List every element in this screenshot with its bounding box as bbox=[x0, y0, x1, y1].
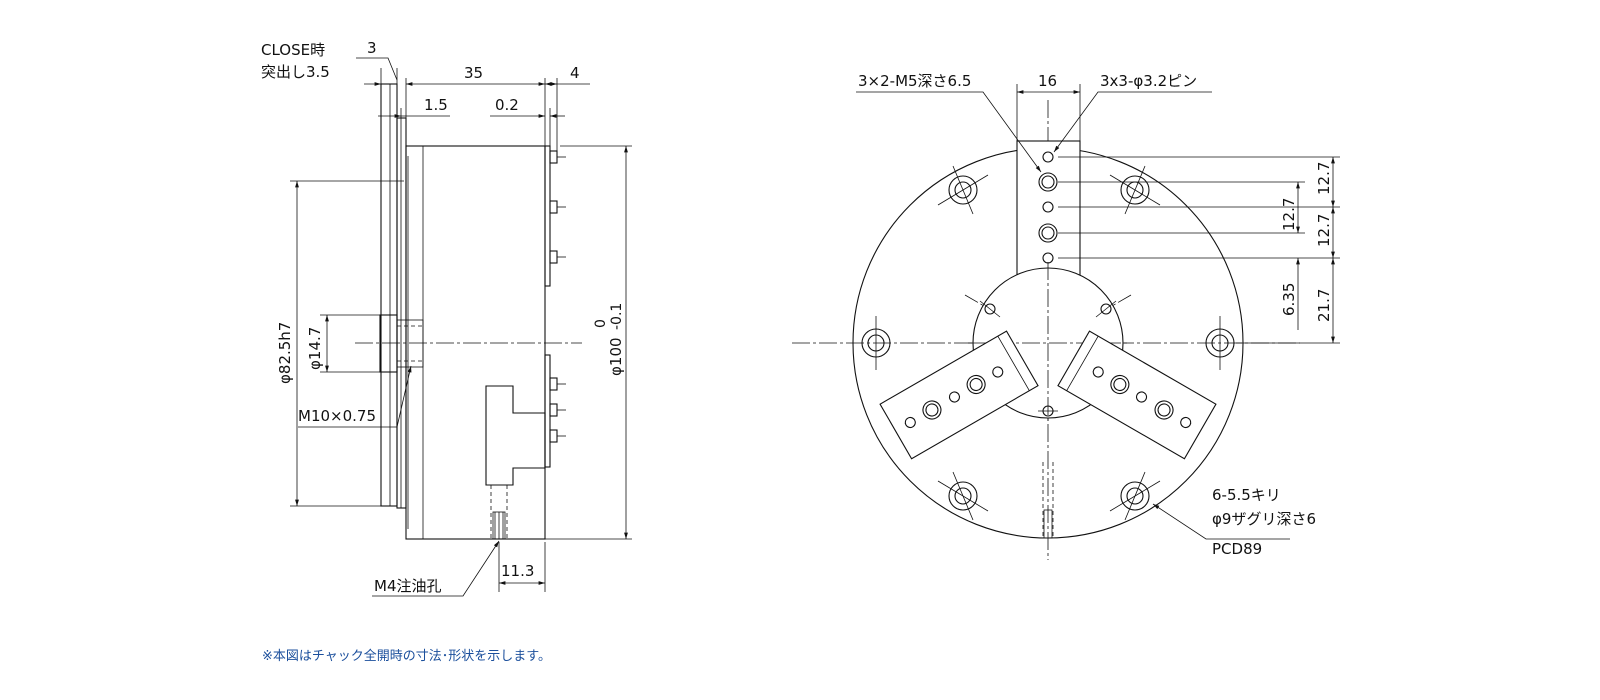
bolt-note-line2: φ9ザグリ深さ6 bbox=[1212, 510, 1316, 528]
bolt-note-line1: 6-5.5キリ bbox=[1212, 486, 1281, 504]
jaw-right bbox=[1057, 330, 1217, 460]
dim-12-7-c: 12.7 bbox=[1315, 214, 1333, 247]
close-note-line2: 突出し3.5 bbox=[261, 63, 330, 81]
front-oil-hole bbox=[1042, 462, 1054, 539]
jaw-top bbox=[1016, 140, 1081, 288]
bolt-hole-6 bbox=[1109, 471, 1161, 521]
dim-1-5: 1.5 bbox=[424, 96, 448, 114]
jaw-bracket bbox=[485, 385, 546, 486]
dim-phi82: φ82.5h7 bbox=[276, 322, 294, 384]
bolt-holes bbox=[861, 165, 1235, 521]
dim-3: 3 bbox=[367, 39, 377, 57]
dim-16: 16 bbox=[1038, 72, 1057, 90]
rear-face-lower bbox=[544, 354, 551, 468]
bolt-hole-3 bbox=[861, 316, 891, 370]
close-note-line1: CLOSE時 bbox=[261, 41, 325, 59]
dim-4: 4 bbox=[570, 64, 580, 82]
dim-phi14: φ14.7 bbox=[306, 327, 324, 370]
hub-taps bbox=[979, 300, 1117, 417]
tap-note: 3×2-M5深さ6.5 bbox=[858, 72, 971, 90]
dim-35: 35 bbox=[464, 64, 483, 82]
oil-hole bbox=[490, 485, 508, 540]
dim-0-2: 0.2 bbox=[495, 96, 519, 114]
spigot-step bbox=[396, 117, 407, 509]
side-top-dims bbox=[356, 57, 590, 151]
spigot-plate bbox=[380, 83, 398, 507]
oil-hole-note: M4注油孔 bbox=[374, 577, 442, 595]
rear-face-upper bbox=[544, 145, 551, 287]
tol-upper: 0 bbox=[593, 319, 609, 328]
dim-12-7-a: 12.7 bbox=[1315, 162, 1333, 195]
dim-21-7: 21.7 bbox=[1315, 289, 1333, 322]
pin-note: 3x3-φ3.2ピン bbox=[1100, 72, 1197, 90]
bolt-hole-5 bbox=[937, 471, 989, 521]
footnote: ※本図はチャック全開時の寸法･形状を示します。 bbox=[262, 649, 551, 664]
thread-note: M10×0.75 bbox=[298, 407, 376, 425]
bolt-hole-4 bbox=[1205, 316, 1235, 370]
chuck-body bbox=[405, 145, 546, 540]
dim-phi100: φ100 bbox=[607, 337, 625, 376]
bolt-hole-2 bbox=[1109, 165, 1161, 215]
jaw-left bbox=[879, 330, 1039, 460]
bolt-hole-1 bbox=[937, 165, 989, 215]
side-view: CLOSE時 突出し3.5 3 35 4 1.5 0.2 φ82.5h7 φ14… bbox=[261, 39, 632, 597]
front-view: 16 3×2-M5深さ6.5 3x3-φ3.2ピン 12.7 12.7 21.7… bbox=[792, 72, 1340, 560]
dim-6-35: 6.35 bbox=[1280, 283, 1298, 316]
dim-11-3: 11.3 bbox=[501, 562, 534, 580]
front-right-dims bbox=[1058, 156, 1340, 344]
tol-lower: -0.1 bbox=[609, 303, 625, 330]
bolt-note-line3: PCD89 bbox=[1212, 540, 1262, 558]
boss bbox=[379, 314, 398, 373]
side-pins bbox=[549, 150, 566, 443]
dim-12-7-b: 12.7 bbox=[1280, 198, 1298, 231]
